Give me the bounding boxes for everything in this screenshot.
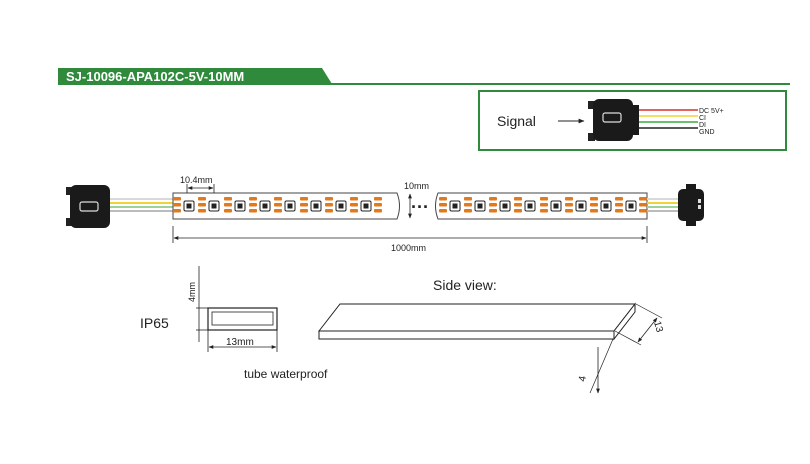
signal-connector-icon [588,99,639,141]
side-front-face [318,330,615,340]
side-height-label: 4 [577,375,589,383]
led-chip-icon [360,200,372,212]
led-chip-icon [499,200,511,212]
led-chip-icon [259,200,271,212]
banner-title: SJ-10096-APA102C-5V-10MM [66,69,244,84]
side-depth-dimension [637,317,658,343]
led-chip-icon [625,200,637,212]
led-chip-icon [449,200,461,212]
led-resistor-icon [249,197,257,213]
tube-width-label: 13mm [226,337,254,348]
side-top-face [317,303,637,332]
led-resistor-icon [565,197,573,213]
tube-caption: tube waterproof [244,367,328,381]
led-resistor-icon [300,197,308,213]
led-chip-icon [310,200,322,212]
banner-shape [58,68,332,84]
wire-label-ci: CI [699,115,706,122]
strip-leds [173,197,647,213]
led-resistor-icon [173,197,181,213]
title-banner: SJ-10096-APA102C-5V-10MM [58,68,790,85]
led-chip-icon [600,200,612,212]
led-resistor-icon [374,197,382,213]
tube-height-label: 4mm [187,282,197,302]
led-resistor-icon [325,197,333,213]
led-resistor-icon [540,197,548,213]
led-chip-icon [183,200,195,212]
led-chip-icon [524,200,536,212]
led-chip-icon [208,200,220,212]
side-depth-label: 13 [651,320,665,334]
cross-section: IP65 4mm 13mm tube waterproof [140,266,328,381]
side-view-title: Side view: [433,277,497,293]
led-resistor-icon [198,197,206,213]
led-resistor-icon [615,197,623,213]
right-connector-icon [678,184,704,226]
left-connector-icon [66,185,110,228]
length-label: 1000mm [391,243,426,253]
ip-rating: IP65 [140,315,169,331]
side-end-face [613,302,636,341]
strip-ellipsis: ··· [411,197,429,217]
signal-label: Signal [497,113,536,129]
led-resistor-icon [439,197,447,213]
wire-label-5v: DC 5V+ [699,108,724,115]
wire-label-di: DI [699,122,706,129]
pitch-label: 10.4mm [180,175,213,185]
wire-label-gnd: GND [699,129,715,136]
signal-box: Signal DC 5V+ CI DI GND [478,90,787,151]
led-strip: ··· 10.4mm 10mm 1000mm [66,175,704,253]
led-resistor-icon [464,197,472,213]
led-chip-icon [284,200,296,212]
led-resistor-icon [590,197,598,213]
led-resistor-icon [639,197,647,213]
led-resistor-icon [514,197,522,213]
led-chip-icon [234,200,246,212]
led-resistor-icon [274,197,282,213]
led-chip-icon [550,200,562,212]
width-label: 10mm [404,181,429,191]
led-chip-icon [575,200,587,212]
led-chip-icon [335,200,347,212]
tube-outline [207,307,278,331]
tube-inner [211,311,274,326]
led-resistor-icon [489,197,497,213]
led-resistor-icon [224,197,232,213]
led-resistor-icon [350,197,358,213]
side-view: Side view: 13 4 [317,277,665,394]
led-chip-icon [474,200,486,212]
